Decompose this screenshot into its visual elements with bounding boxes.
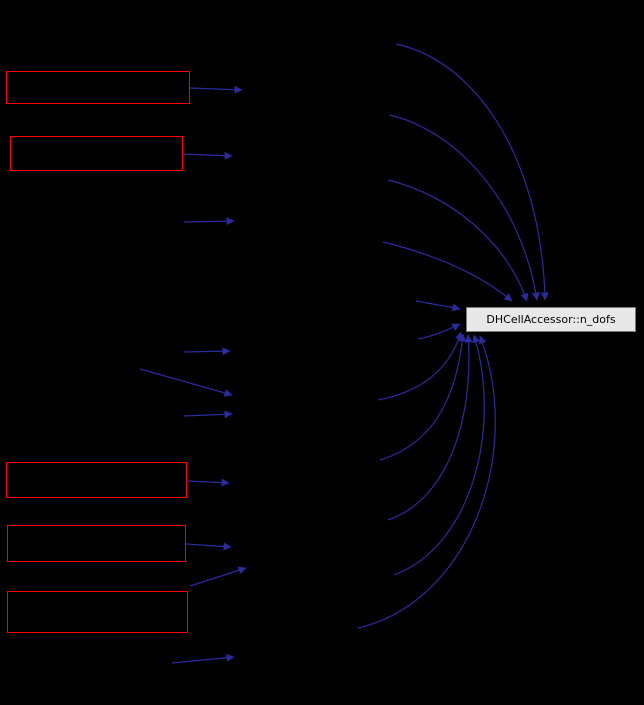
converging-edge [357,335,496,629]
caller-edge [183,347,231,356]
caller-edge [187,478,230,487]
converging-edge [395,43,549,301]
caller-edge [189,566,247,587]
converging-edge [387,179,529,302]
caller-edge [183,410,233,419]
focus-node-dhcellaccessor-n-dofs: DHCellAccessor::n_dofs [466,307,636,332]
caller-node-2[interactable] [10,136,183,171]
converging-edge [417,323,461,340]
caller-edge [139,368,233,397]
converging-edge [379,333,467,461]
caller-node-1[interactable] [6,71,190,104]
converging-edge [415,300,461,312]
caller-node-3[interactable] [6,462,187,498]
caller-edge [183,217,235,226]
converging-edge [387,334,473,521]
caller-edge [185,542,232,551]
caller-node-4[interactable] [7,525,186,562]
converging-edge [382,241,513,302]
caller-edge [171,653,235,664]
caller-edge [189,85,243,94]
caller-edge [182,151,233,160]
converging-edge [377,331,463,401]
converging-edge [393,334,485,576]
caller-node-5[interactable] [7,591,188,633]
converging-edge [389,114,540,301]
